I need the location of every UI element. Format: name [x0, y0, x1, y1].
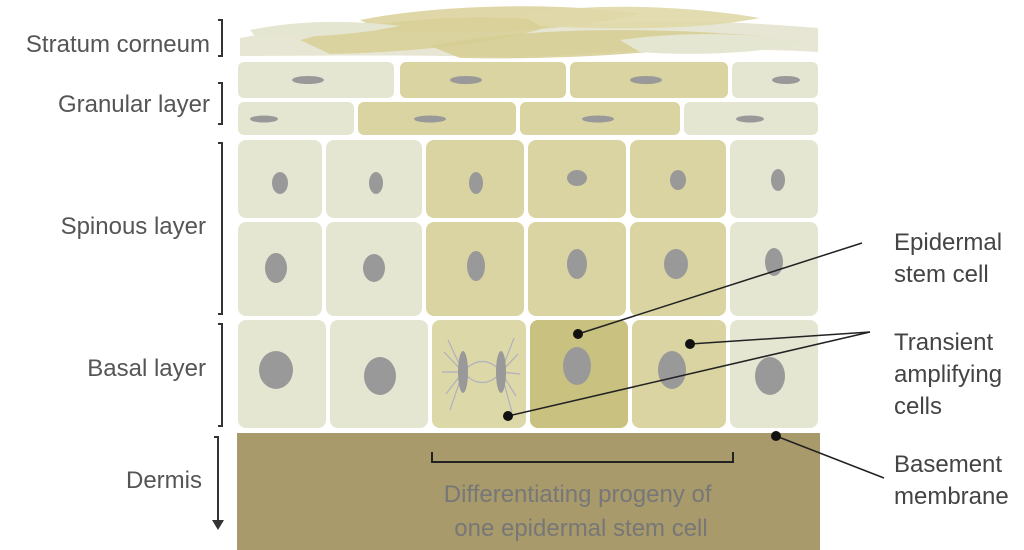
progeny-bracket	[431, 452, 734, 463]
label-transient-amplifying-cells: Transient amplifying cells	[894, 329, 1009, 420]
pointer-lines	[507, 242, 885, 479]
label-basement-membrane: Basement membrane	[894, 451, 1009, 510]
pointer-dots	[503, 329, 781, 441]
stratum-corneum-cells	[240, 6, 818, 59]
chromosome-right	[496, 351, 506, 393]
dermis-block	[237, 433, 820, 550]
label-stratum-corneum: Stratum corneum	[26, 31, 210, 58]
label-spinous-layer: Spinous layer	[61, 213, 206, 240]
label-granular-layer: Granular layer	[58, 91, 210, 118]
label-basal-layer: Basal layer	[87, 355, 206, 382]
left-brackets	[214, 19, 223, 523]
spinous-row-2	[238, 222, 818, 316]
granular-row-2	[238, 102, 818, 135]
label-dermis: Dermis	[126, 467, 202, 494]
basal-row	[238, 320, 818, 428]
progeny-caption: Differentiating progeny of one epidermal…	[444, 481, 718, 542]
spinous-row-1	[238, 140, 818, 218]
label-epidermal-stem-cell: Epidermal stem cell	[894, 229, 1009, 288]
chromosome-left	[458, 351, 468, 393]
dermis-arrowhead	[212, 520, 224, 530]
granular-row-1	[238, 62, 818, 98]
